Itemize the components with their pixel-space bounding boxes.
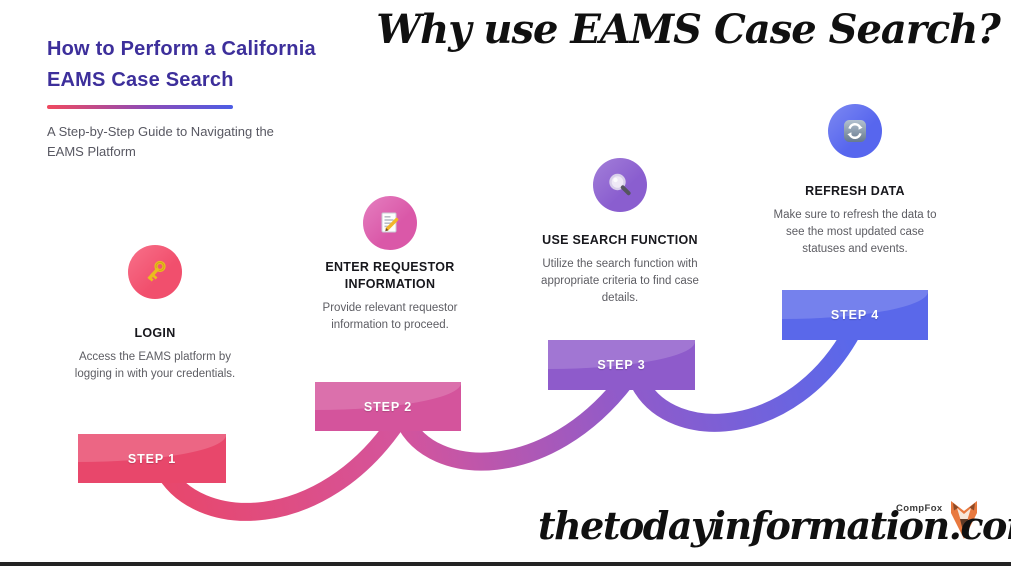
refresh-icon bbox=[844, 120, 866, 142]
step-2-heading: ENTER REQUESTOR INFORMATION bbox=[325, 260, 455, 291]
step-3-banner: STEP 3 bbox=[548, 340, 695, 390]
step-2-banner: STEP 2 bbox=[315, 382, 461, 431]
website-url-text: thetodayinformation.com bbox=[538, 503, 1011, 548]
curve-step1-step2 bbox=[155, 415, 406, 521]
subtitle: A Step-by-Step Guide to Navigating the E… bbox=[47, 124, 274, 160]
step-1-circle bbox=[128, 245, 182, 299]
curve-step2-step3 bbox=[395, 374, 634, 471]
step-3-circle bbox=[593, 158, 647, 212]
step-4-heading: REFRESH DATA bbox=[805, 184, 905, 198]
curve-step3-step4 bbox=[632, 327, 860, 432]
step-2-block: ENTER REQUESTOR INFORMATION Provide rele… bbox=[292, 196, 488, 334]
fox-logo-icon bbox=[950, 501, 977, 539]
title-gradient-underline bbox=[47, 105, 233, 109]
step-2-label: STEP 2 bbox=[363, 399, 413, 414]
key-icon bbox=[147, 260, 166, 282]
step-1-block: LOGIN Access the EAMS platform by loggin… bbox=[55, 245, 255, 383]
compfox-brand: CompFox bbox=[896, 501, 979, 541]
step-4-label: STEP 4 bbox=[830, 308, 880, 322]
magnifier-icon bbox=[609, 173, 631, 196]
step-2-description: Provide relevant requestor information t… bbox=[322, 301, 458, 331]
step-2-circle bbox=[363, 196, 417, 250]
question-title: Why use EAMS Case Search? bbox=[376, 6, 1001, 53]
header: How to Perform a California EAMS Case Se… bbox=[47, 34, 357, 162]
step-3-description: Utilize the search function with appropr… bbox=[541, 257, 699, 305]
step-4-circle bbox=[828, 104, 882, 158]
step-3-heading: USE SEARCH FUNCTION bbox=[542, 233, 698, 247]
bottom-divider-bar bbox=[0, 562, 1011, 566]
step-3-label: STEP 3 bbox=[597, 358, 646, 372]
step-4-block: REFRESH DATA Make sure to refresh the da… bbox=[750, 104, 960, 259]
page-title-line2: EAMS Case Search bbox=[47, 69, 234, 91]
page-title-line1: How to Perform a California bbox=[47, 38, 316, 60]
step-1-heading: LOGIN bbox=[134, 326, 176, 340]
step-4-description: Make sure to refresh the data to see the… bbox=[773, 208, 937, 256]
step-1-description: Access the EAMS platform by logging in w… bbox=[74, 350, 236, 381]
step-3-block: USE SEARCH FUNCTION Utilize the search f… bbox=[515, 158, 725, 308]
step-4-banner: STEP 4 bbox=[782, 290, 928, 340]
memo-pencil-icon bbox=[381, 212, 399, 233]
step-1-banner: STEP 1 bbox=[78, 434, 226, 483]
step-1-label: STEP 1 bbox=[127, 451, 177, 466]
compfox-brand-name: CompFox bbox=[896, 503, 943, 514]
